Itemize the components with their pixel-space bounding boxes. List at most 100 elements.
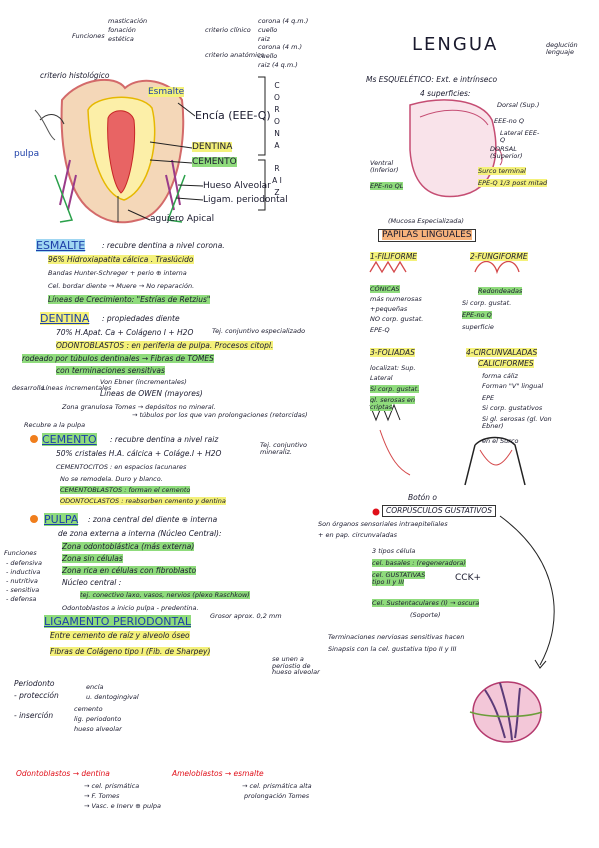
funciones-item: estética	[108, 35, 134, 43]
corpusculos-line: + en pap. circunvaladas	[318, 531, 398, 539]
corpusculos-line: (Soporte)	[410, 611, 441, 619]
papila-circunvaladas-title: 4-CIRCUNVALADAS	[466, 348, 538, 357]
cemento-line: 50% cristales H.A. cálcica + Coláge.I + …	[56, 449, 222, 458]
papila-item: Forman "V" lingual	[482, 382, 544, 390]
dentina-line: Zona granulosa Tomes → depósitos no mine…	[62, 403, 216, 411]
pulpa-funcion-item: - sensitiva	[6, 586, 40, 594]
encia-label: Encía (EEE-Q)	[195, 109, 271, 122]
taste-bud-drawing	[469, 681, 543, 743]
lengua-dorsal-sup: DORSAL (Superior)	[490, 145, 523, 160]
esmalte-line: Bandas Hunter-Schreger + perio ⊕ interna	[48, 269, 187, 277]
papilas-drawings	[369, 260, 526, 486]
lengua-epe: EPE-no QL	[370, 182, 404, 190]
papila-item: forma cáliz	[482, 372, 518, 380]
corpusculos-line: cel. GUSTATIVAS tipo II y III	[372, 571, 426, 586]
cemento-label: CEMENTO	[192, 157, 237, 167]
cemento-line: ODONTOCLASTOS : reabsorben cemento y den…	[60, 497, 226, 505]
dentina-title: DENTINA	[40, 312, 90, 325]
periodonto-proteccion: - protección	[14, 691, 59, 700]
odonto-item: → cel. prismática	[84, 782, 140, 790]
anatomico-item: cuello	[258, 52, 278, 60]
corpusculos-title: CORPÚSCULOS GUSTATIVOS	[382, 505, 496, 517]
lengua-lateral: Lateral EEE-Q	[500, 129, 540, 144]
funciones-item: fonación	[108, 26, 136, 34]
amelo-item: → cel. prismática alta	[242, 782, 312, 790]
esmalte-line: 96% Hidroxiapatita cálcica . Traslúcido	[48, 255, 194, 264]
anatomico-item: raiz (4 q.m.)	[258, 61, 298, 69]
criterio-clinico: criterio clínico	[205, 26, 251, 34]
odonto-item: → Vasc. e Inerv ⊕ pulpa	[84, 802, 161, 810]
dentina-line: con terminaciones sensitivas	[56, 366, 165, 375]
ligamento-note: Grosor aprox. 0,2 mm	[210, 612, 282, 620]
corpusculos-line: cel. basales : (regeneradora)	[372, 559, 466, 567]
lengua-side: deglución lenguaje	[546, 41, 578, 56]
cemento-title: CEMENTO	[42, 433, 97, 446]
periodonto-item: hueso alveolar	[74, 725, 122, 733]
dentina-line: Von Ebner (incrementales)	[100, 378, 187, 386]
ligamento-title: LIGAMENTO PERIODONTAL	[44, 615, 191, 628]
pulpa-title: PULPA	[44, 513, 79, 526]
raiz-vertical-label: R A I Z	[272, 164, 282, 197]
dentina-label: DENTINA	[192, 142, 233, 152]
papila-item: Redondeadas	[478, 287, 523, 295]
dentina-line: → túbulos por los que van prolongaciones…	[132, 411, 308, 419]
pulpa-funciones: Funciones	[4, 549, 37, 557]
ligamento-line: Fibras de Colágeno tipo I (Fib. de Sharp…	[50, 647, 211, 656]
corpusculos-line: Terminaciones nerviosas sensitivas hacen	[328, 633, 465, 641]
dentina-desc: : propiedades diente	[102, 314, 180, 323]
pulpa-desc: : zona central del diente ⊕ interna	[88, 515, 218, 524]
corpusculos-line: Son órganos sensoriales intraepiteliales	[318, 520, 448, 528]
ligamento-label: Ligam. periodontal	[203, 195, 288, 205]
pulpa-funcion-item: - inductiva	[6, 568, 41, 576]
papila-item: Si corp. gustat.	[370, 385, 420, 393]
dentina-note: Tej. conjuntivo especializado	[212, 327, 306, 335]
clinico-item: raiz	[258, 35, 270, 43]
papila-item: superficie	[462, 323, 494, 331]
papila-item: Lateral	[370, 374, 393, 382]
boton-label: Botón o	[408, 493, 437, 502]
cck-label: CCK+	[455, 573, 482, 583]
papila-item: EPE	[482, 394, 495, 402]
papila-item: Si corp. gustat.	[462, 299, 512, 307]
pulpa-funcion-item: - defensiva	[6, 559, 42, 567]
clinico-item: corona (4 q.m.)	[258, 17, 309, 25]
esmalte-line: Líneas de Crecimiento: "Estrías de Retzi…	[48, 295, 211, 304]
cemento-line: CEMENTOCITOS : en espacios lacunares	[56, 463, 187, 471]
papilas-title: PAPILAS LINGUALES	[378, 229, 476, 242]
esmalte-line: Cel. bordar diente → Muere → No reparaci…	[48, 282, 195, 290]
pulpa-line: Odontoblastos a inicio pulpa - predentin…	[62, 604, 199, 612]
odonto-item: → F. Tomes	[84, 792, 120, 800]
corpusculos-line: Sinapsis con la cel. gustativa tipo II y…	[328, 645, 457, 653]
papila-item: EPE-no Q	[462, 311, 492, 319]
esmalte-label: Esmalte	[148, 87, 185, 97]
cemento-line: CEMENTOBLASTOS : forman el cemento	[60, 486, 191, 494]
esmalte-desc: : recubre dentina a nivel corona.	[102, 241, 225, 250]
pulpa-funcion-item: - nutritiva	[6, 577, 38, 585]
hueso-label: Hueso Alveolar	[203, 181, 271, 191]
cemento-note: Tej. conjuntivo mineraliz.	[260, 441, 307, 456]
lengua-mucosa: (Mucosa Especializada)	[388, 217, 464, 225]
periodonto-item: u. dentogingival	[86, 693, 139, 701]
funciones-label: Funciones	[72, 32, 105, 40]
pulpa-label: pulpa	[14, 149, 40, 159]
dentina-line: ODONTOBLASTOS : en periferia de pulpa. P…	[56, 341, 274, 350]
periodonto-item: lig. periodonto	[74, 715, 122, 723]
papila-foliadas-title: 3-FOLIADAS	[370, 348, 415, 357]
odontoblastos-line: Odontoblastos → dentina	[16, 769, 110, 778]
pulpa-funcion-item: - defensa	[6, 595, 37, 603]
ligamento-line: se unen a periostio de hueso alveolar	[272, 655, 320, 676]
esmalte-title: ESMALTE	[36, 239, 86, 252]
amelo-item: prolongación Tomes	[244, 792, 310, 800]
periodonto-item: encía	[86, 683, 104, 691]
corpusculos-line: Cel. Sustentaculares (I) → oscura	[372, 599, 480, 607]
criterio-anatomico: criterio anatómico	[205, 51, 265, 59]
agujero-label: agujero Apical	[150, 214, 215, 224]
corpusculos-line: 3 tipos célula	[372, 547, 416, 555]
papila-item: Si gl. serosas (gl. Von Ebner)	[482, 415, 552, 430]
dentina-line: rodeado por túbulos dentinales → Fibras …	[22, 354, 214, 363]
papila-item: +pequeñas	[370, 305, 408, 313]
ameloblastos-line: Ameloblastos → esmalte	[172, 769, 264, 778]
lengua-epe-q: EPE-Q 1/3 post mitad	[478, 179, 548, 187]
lengua-eee: EEE-no Q	[494, 117, 524, 125]
